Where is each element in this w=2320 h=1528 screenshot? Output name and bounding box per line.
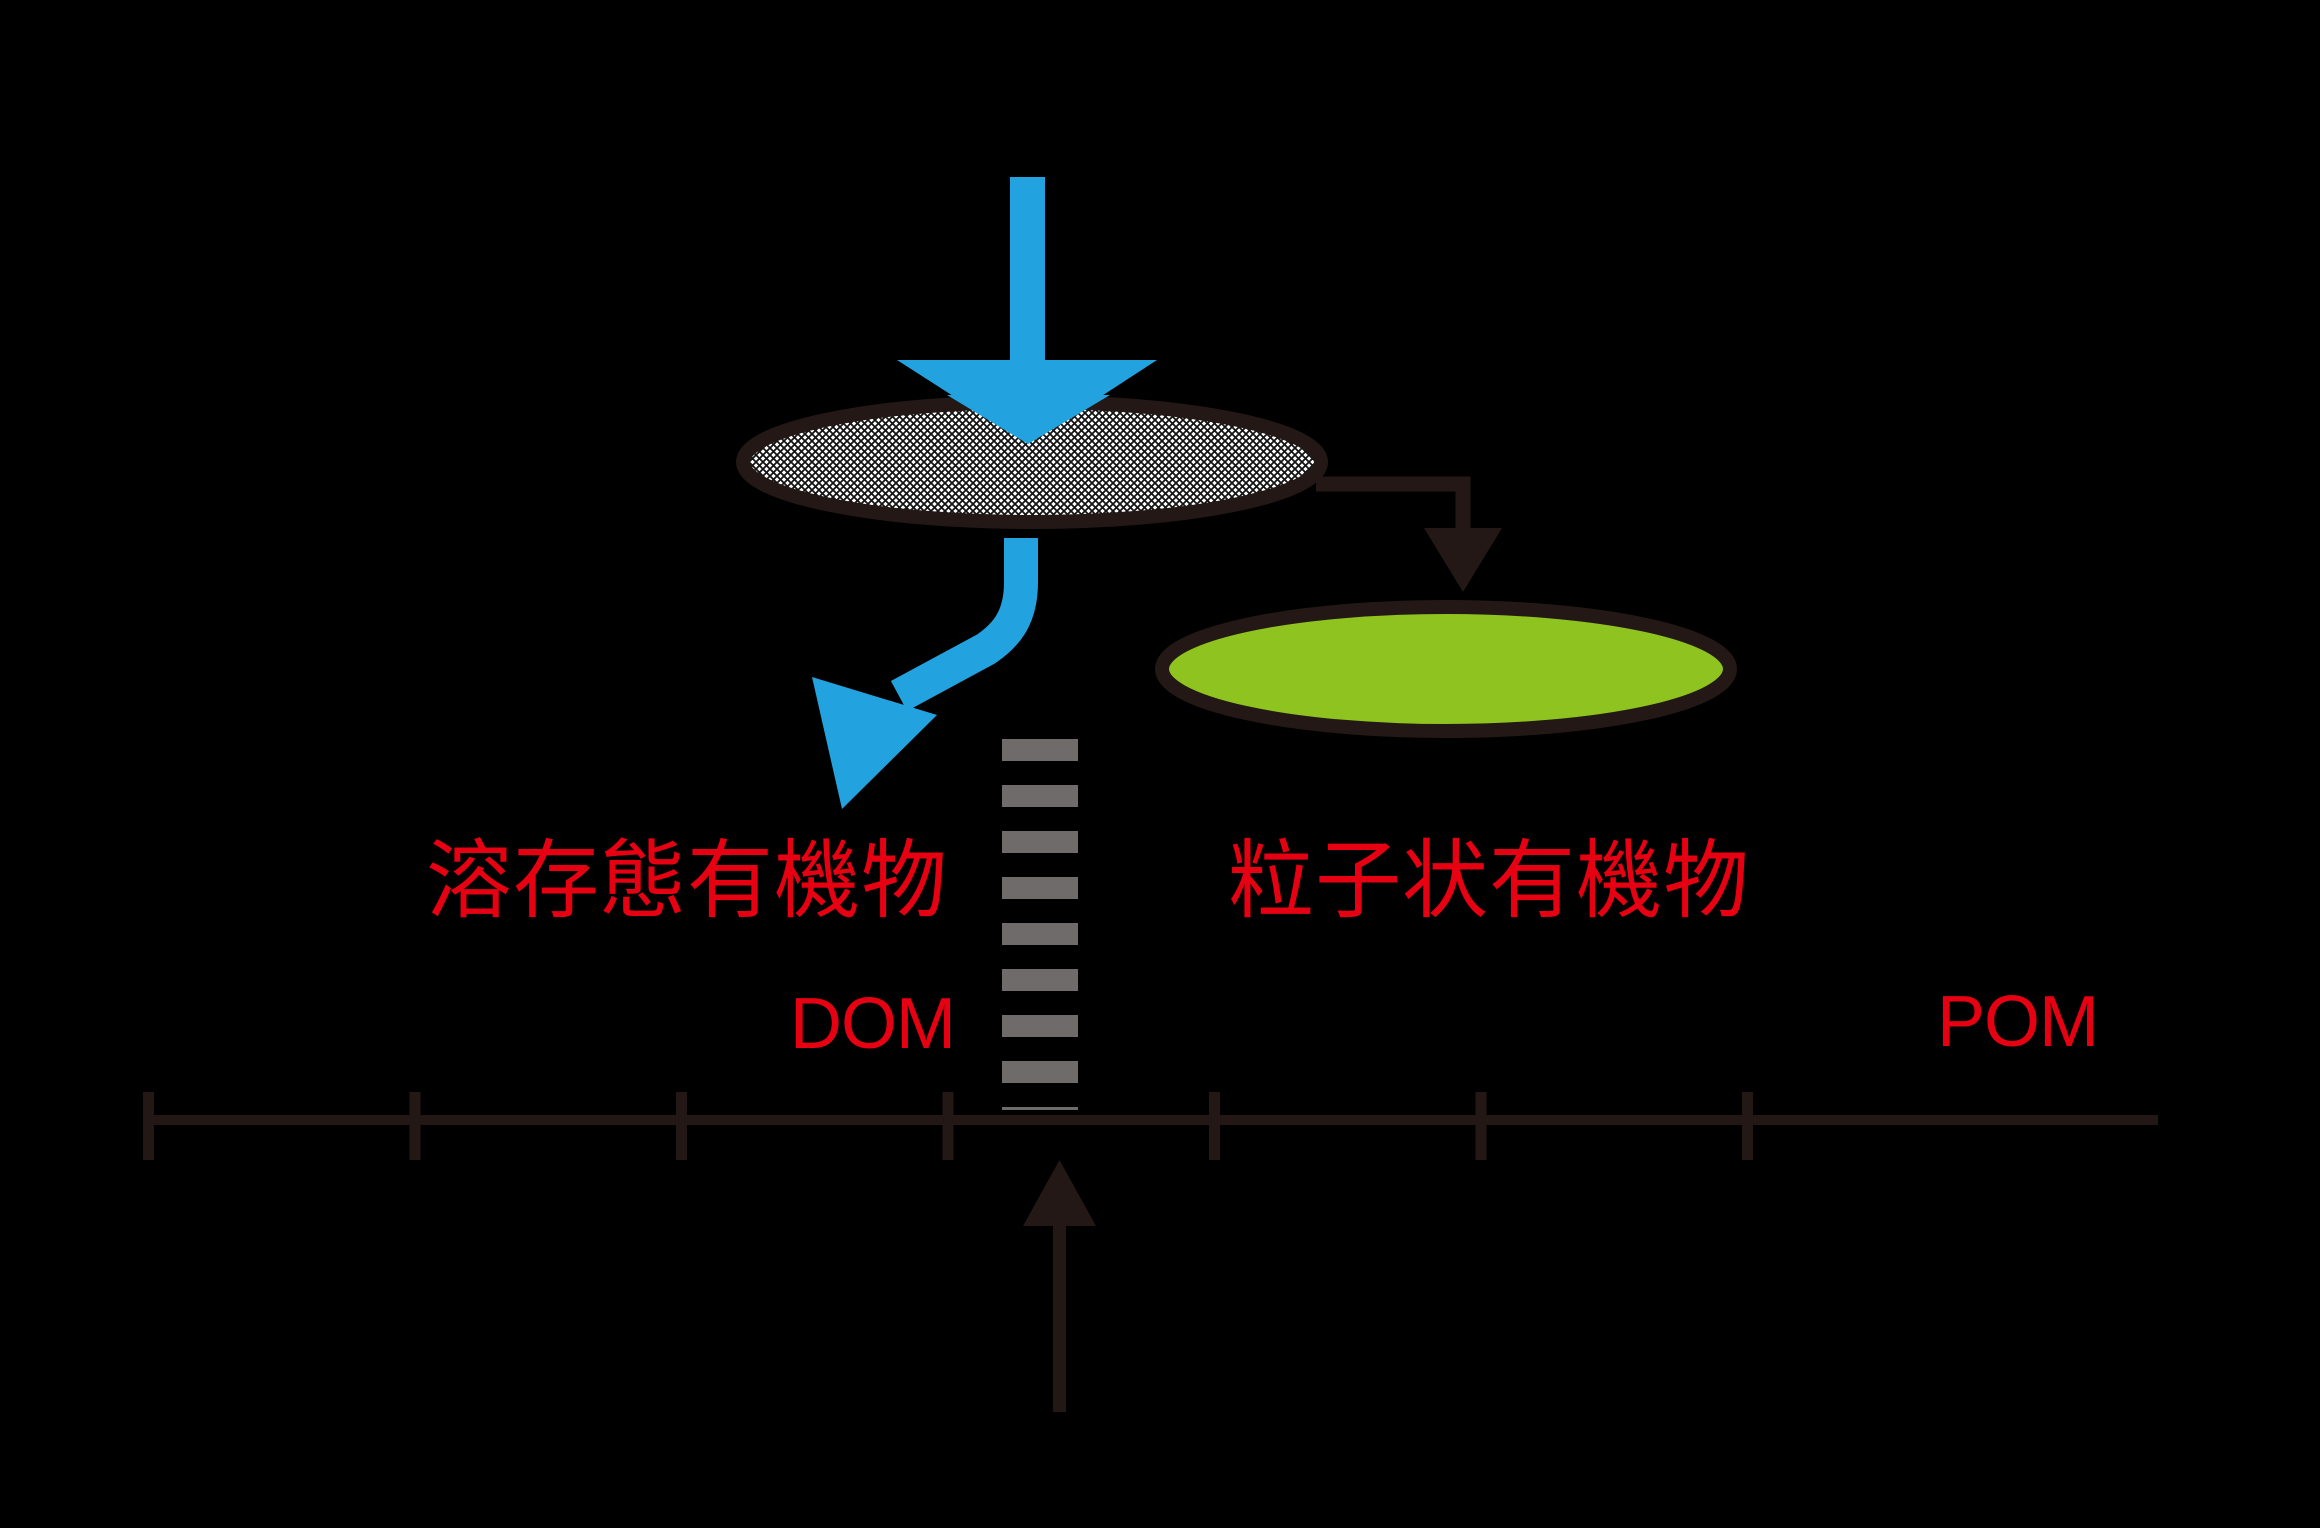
particulate-matter-ellipse: [1155, 600, 1737, 738]
particulate-organic-matter-label: 粒子状有機物: [1228, 833, 1750, 929]
filtrate-branch-arrow-icon: [812, 538, 1038, 809]
pom-abbreviation-label: POM: [1937, 982, 2099, 1062]
cutoff-pointer-arrow-icon: [1023, 1160, 1096, 1412]
particle-size-axis: [143, 1092, 2158, 1160]
dissolved-organic-matter-label: 溶存態有機物: [426, 833, 948, 929]
retained-branch-arrow-icon: [1316, 476, 1502, 592]
axis-ticks: [143, 1092, 1753, 1160]
water-input-arrow-tip: [947, 395, 1110, 444]
dom-abbreviation-label: DOM: [790, 984, 956, 1064]
